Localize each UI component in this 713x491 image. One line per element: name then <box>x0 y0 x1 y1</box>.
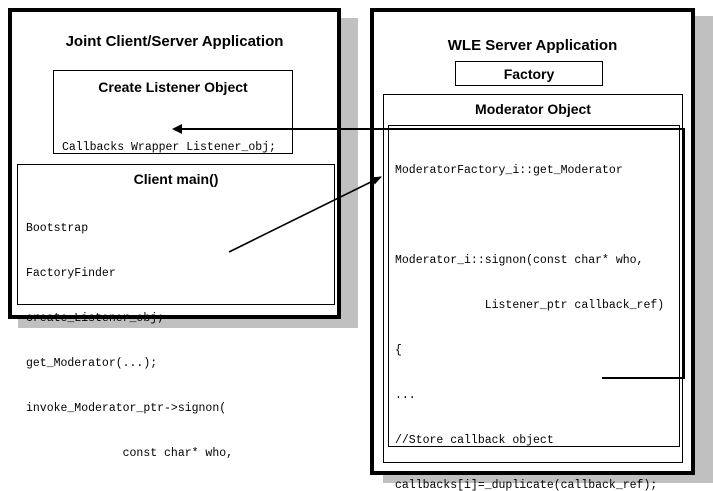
factory-title: Factory <box>503 66 555 82</box>
callback-post-hline <box>180 128 685 130</box>
code-line: create_Listener_obj; <box>26 312 165 325</box>
moderator-object-box: Moderator Object ModeratorFactory_i::get… <box>383 94 683 491</box>
client-main-box: Client main() Bootstrap FactoryFinder cr… <box>17 164 335 460</box>
code-line: Listener_ptr callback_ref) <box>395 299 665 312</box>
right-panel: WLE Server Application Factory Moderator… <box>370 8 695 491</box>
client-main-title: Client main() <box>133 171 219 187</box>
create-listener-object-title: Create Listener Object <box>98 79 248 95</box>
callback-post-stub-hline <box>602 377 684 379</box>
code-line: Bootstrap <box>26 222 89 235</box>
code-line: Callbacks Wrapper Listener_obj; <box>62 141 276 154</box>
moderator-code-frame: ModeratorFactory_i::get_Moderator Modera… <box>388 125 680 491</box>
code-line-blank <box>395 208 664 223</box>
callback-post-arrowhead <box>172 124 182 134</box>
code-line: ModeratorFactory_i::get_Moderator <box>395 164 623 177</box>
code-line: Moderator_i::signon(const char* who, <box>395 254 644 267</box>
moderator-object-title: Moderator Object <box>475 101 591 117</box>
client-main-code: Bootstrap FactoryFinder create_Listener_… <box>26 191 316 491</box>
left-panel-title: Joint Client/Server Application <box>65 33 284 50</box>
factory-box: Factory <box>455 61 603 86</box>
create-listener-object-box: Create Listener Object Callbacks Wrapper… <box>53 70 293 199</box>
code-line: invoke_Moderator_ptr->signon( <box>26 402 227 415</box>
code-line: //Store callback object <box>395 434 554 447</box>
right-panel-title: WLE Server Application <box>447 37 618 54</box>
code-line: callbacks[i]=_duplicate(callback_ref); <box>395 479 658 491</box>
moderator-object-code: ModeratorFactory_i::get_Moderator Modera… <box>395 133 664 491</box>
callback-post-vline <box>683 128 685 379</box>
code-line: const char* who, <box>26 447 234 460</box>
left-panel: Joint Client/Server Application Create L… <box>8 8 341 460</box>
code-line: FactoryFinder <box>26 267 116 280</box>
code-line: ... <box>395 389 416 402</box>
code-line: get_Moderator(...); <box>26 357 158 370</box>
code-line: { <box>395 344 402 357</box>
